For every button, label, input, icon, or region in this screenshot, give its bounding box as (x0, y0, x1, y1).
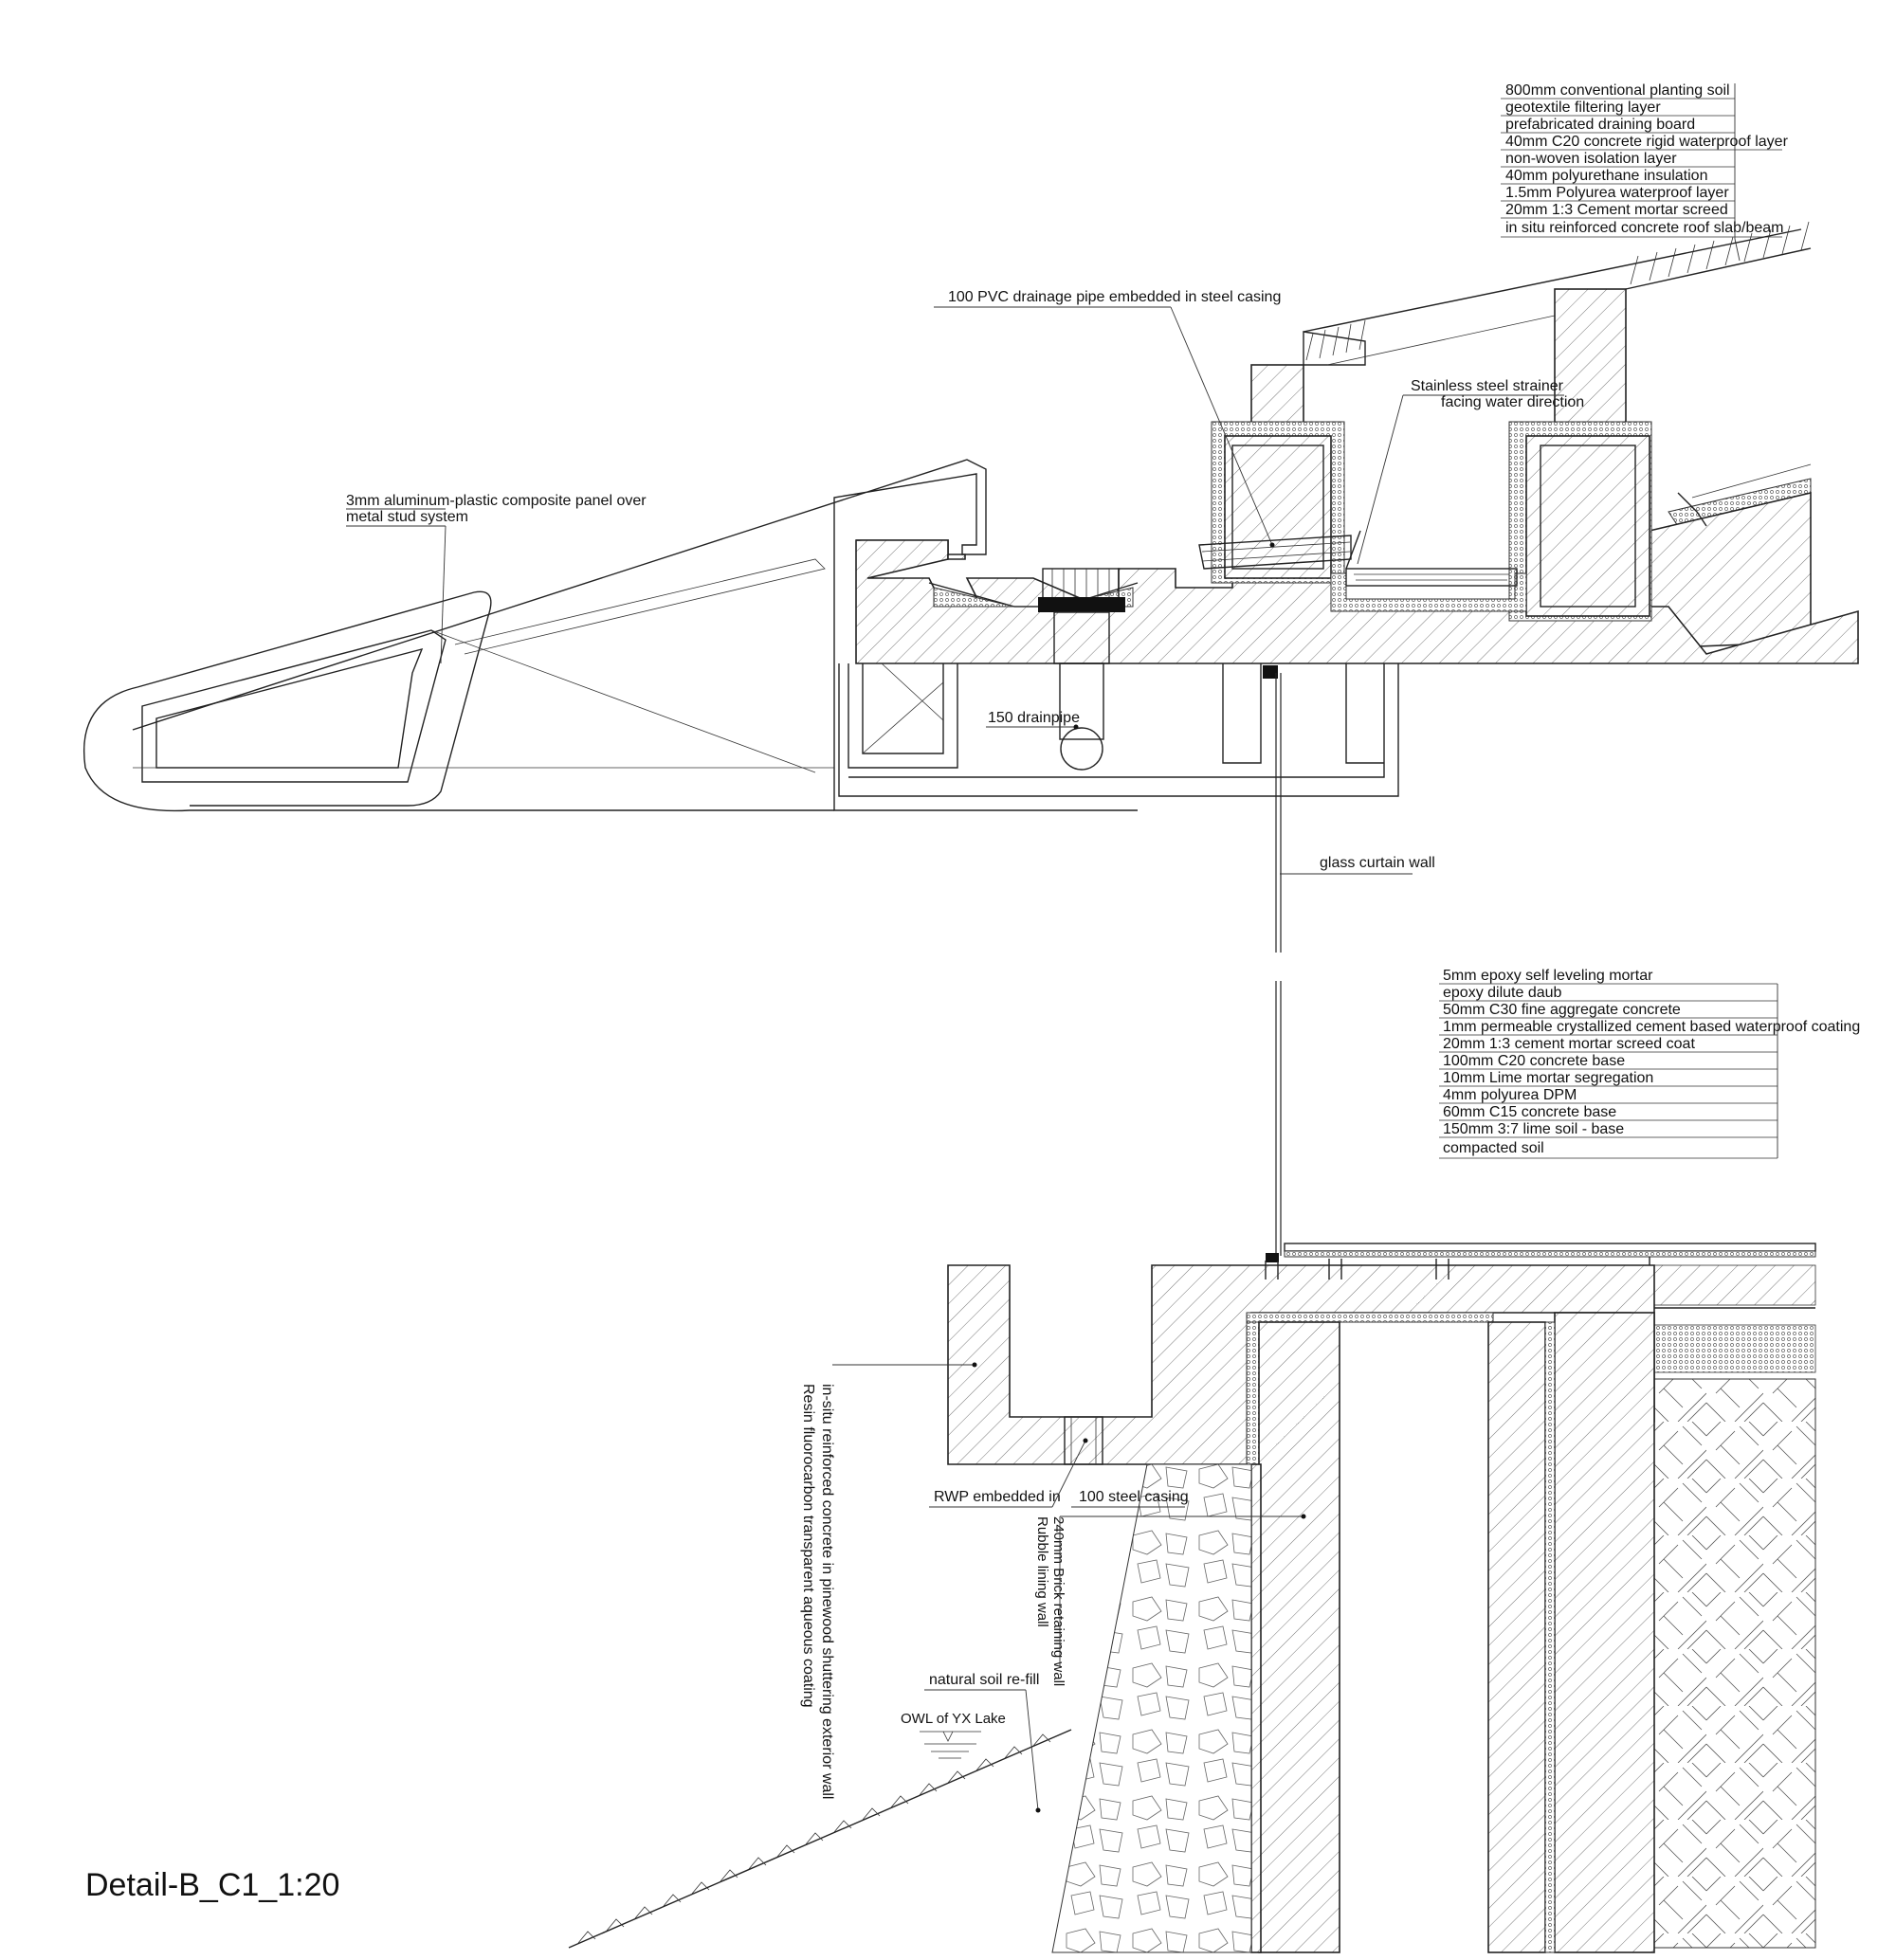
pvc-pipe-label: 100 PVC drainage pipe embedded in steel … (948, 289, 1281, 305)
floor-layer-7: 10mm Lime mortar segregation (1443, 1070, 1653, 1086)
roof-layer-schedule: 800mm conventional planting soil geotext… (1501, 82, 1789, 262)
lake-bank (568, 1729, 1072, 1949)
floor-layer-9: 60mm C15 concrete base (1443, 1104, 1616, 1120)
floor-layer-2: epoxy dilute daub (1443, 985, 1562, 1001)
curtain-wall-label: glass curtain wall (1320, 855, 1435, 871)
roof-layer-6: 40mm polyurethane insulation (1505, 168, 1707, 184)
roof-layer-1: 800mm conventional planting soil (1505, 82, 1730, 99)
drainpipe-label: 150 drainpipe (988, 710, 1080, 726)
floor-layer-11: compacted soil (1443, 1140, 1544, 1156)
roof-layer-9: in situ reinforced concrete roof slab/be… (1505, 220, 1783, 236)
refill-label: natural soil re-fill (929, 1672, 1039, 1688)
roof-layer-7: 1.5mm Polyurea waterproof layer (1505, 185, 1729, 201)
rubble-wall-label: Rubble lining wall (1034, 1516, 1050, 1627)
floor-layer-8: 4mm polyurea DPM (1443, 1087, 1577, 1103)
panel-label-2: metal stud system (346, 509, 468, 525)
exterior-wall-label-2: Resin fluorocarbon transparent aqueous c… (800, 1384, 816, 1708)
grass-strokes-right (1625, 221, 1812, 290)
floor-layer-1: 5mm epoxy self leveling mortar (1443, 968, 1653, 984)
soffit-framing (838, 662, 1399, 797)
bank-teeth (577, 1733, 1051, 1944)
steel-casing-label: 100 steel casing (1079, 1489, 1189, 1505)
drawing-title: Detail-B_C1_1:20 (85, 1867, 339, 1903)
floor-layer-10: 150mm 3:7 lime soil - base (1443, 1121, 1624, 1137)
roof-layer-5: non-woven isolation layer (1505, 151, 1677, 167)
roof-layer-8: 20mm 1:3 Cement mortar screed (1505, 202, 1728, 218)
glass-curtain-wall: glass curtain wall (1275, 673, 1435, 1256)
brick-wall-label: 240mm Brick retaining wall (1050, 1516, 1066, 1686)
strainer-label-2: facing water direction (1441, 394, 1584, 410)
lower-annotations: in-situ reinforced concrete in pinewood … (800, 1362, 1306, 1813)
roof-layer-4: 40mm C20 concrete rigid waterproof layer (1505, 134, 1789, 150)
grass-strokes-left (1305, 319, 1366, 361)
roof-layer-lines (1501, 98, 1782, 238)
floor-layer-5: 20mm 1:3 cement mortar screed coat (1443, 1036, 1695, 1052)
exterior-wall-label-1: in-situ reinforced concrete in pinewood … (819, 1384, 835, 1799)
floor-layer-6: 100mm C20 concrete base (1443, 1053, 1625, 1069)
strainer-label-1: Stainless steel strainer (1411, 378, 1564, 394)
rwp-label: RWP embedded in (934, 1489, 1061, 1505)
canopy: 3mm aluminum-plastic composite panel ove… (83, 459, 1138, 812)
panel-label-1: 3mm aluminum-plastic composite panel ove… (346, 493, 647, 509)
lower-structure (947, 1253, 1655, 1953)
floor-layer-4: 1mm permeable crystallized cement based … (1443, 1019, 1860, 1035)
upper-annotations: 100 PVC drainage pipe embedded in steel … (934, 289, 1584, 565)
water-level-symbol (920, 1731, 981, 1759)
anchors (1265, 1253, 1449, 1279)
ground-floor-buildup (1284, 1243, 1816, 1949)
owl-label: OWL of YX Lake (901, 1711, 1006, 1727)
floor-layer-schedule: 5mm epoxy self leveling mortar epoxy dil… (1439, 968, 1860, 1159)
roof-layer-2: geotextile filtering layer (1505, 100, 1661, 116)
roof-drain: 150 drainpipe (928, 568, 1139, 771)
floor-layer-lines (1439, 983, 1778, 1159)
floor-layer-3: 50mm C30 fine aggregate concrete (1443, 1002, 1681, 1018)
roof-layer-3: prefabricated draining board (1505, 117, 1695, 133)
